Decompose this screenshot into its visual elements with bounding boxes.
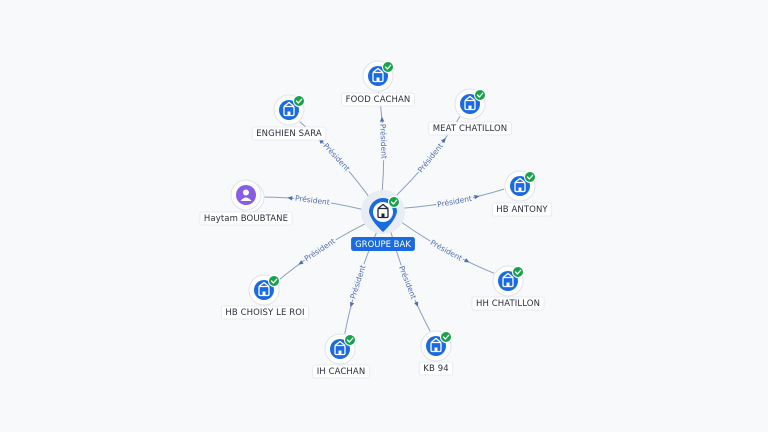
node-label-background <box>471 296 545 311</box>
edge-arrow-icon <box>287 196 293 201</box>
node-label-background <box>251 126 327 141</box>
edge-arrow-icon <box>474 194 480 200</box>
node-label[interactable]: Haytam BOUBTANE <box>199 211 293 226</box>
node-label[interactable]: MEAT CHATILLON <box>428 121 512 136</box>
building-icon <box>430 337 442 353</box>
verified-check-icon <box>344 334 356 346</box>
node-label-text: FOOD CACHAN <box>346 95 411 105</box>
building-icon <box>464 95 476 111</box>
edge-label: Président <box>429 238 464 263</box>
node-label[interactable]: HB ANTONY <box>491 202 553 217</box>
node-enghien-sara[interactable]: ENGHIEN SARA <box>251 94 327 141</box>
center-label[interactable]: GROUPE BAK <box>351 237 415 251</box>
edge-label: Président <box>397 265 418 301</box>
verified-check-icon <box>388 196 400 208</box>
node-hb-choisy-le-roi[interactable]: HB CHOISY LE ROI <box>220 274 310 320</box>
edge-haytam-boubtane: Président <box>261 192 363 210</box>
node-label[interactable]: FOOD CACHAN <box>341 92 415 107</box>
node-label[interactable]: IH CACHAN <box>312 364 370 379</box>
node-food-cachan[interactable]: FOOD CACHAN <box>341 60 415 107</box>
building-icon <box>372 67 384 83</box>
center-label-text: GROUPE BAK <box>355 240 411 250</box>
edge-hh-chatillon: Président <box>401 221 495 274</box>
verified-check-icon <box>382 61 394 73</box>
building-icon <box>283 101 295 117</box>
edge-arrow-icon <box>441 137 446 144</box>
edge-hb-antony: Président <box>403 188 505 211</box>
node-label-text: MEAT CHATILLON <box>433 124 508 134</box>
center-label-background <box>351 237 415 251</box>
node-label-text: HH CHATILLON <box>476 299 540 309</box>
node-label-background <box>428 121 512 136</box>
verified-check-icon <box>524 171 536 183</box>
person-icon <box>240 189 252 201</box>
edge-line <box>403 188 505 209</box>
node-label-text: HB CHOISY LE ROI <box>225 308 304 318</box>
verified-check-icon <box>512 266 524 278</box>
node-label-background <box>220 305 310 320</box>
edge-label: Président <box>416 141 445 174</box>
verified-check-icon <box>474 89 486 101</box>
building-icon <box>514 177 526 193</box>
edge-line <box>277 223 366 282</box>
edge-label: Président <box>348 264 367 300</box>
edge-arrow-icon <box>349 301 355 308</box>
building-icon <box>334 340 346 356</box>
edge-line <box>261 196 363 210</box>
node-label[interactable]: ENGHIEN SARA <box>251 126 327 141</box>
node-hh-chatillon[interactable]: HH CHATILLON <box>471 265 545 311</box>
verified-check-icon <box>440 331 452 343</box>
node-hb-antony[interactable]: HB ANTONY <box>491 170 553 217</box>
node-label[interactable]: HH CHATILLON <box>471 296 545 311</box>
node-kb-94[interactable]: KB 94 <box>418 330 454 376</box>
edge-label: Président <box>436 194 472 209</box>
verified-check-icon <box>268 275 280 287</box>
node-label-text: KB 94 <box>423 364 448 374</box>
building-icon <box>377 203 389 219</box>
edge-label: Président <box>321 141 351 173</box>
edge-hb-choisy-le-roi: Président <box>277 223 366 282</box>
node-meat-chatillon[interactable]: MEAT CHATILLON <box>428 88 512 136</box>
node-label-text: Haytam BOUBTANE <box>204 214 288 224</box>
edge-line <box>401 221 495 274</box>
building-icon <box>258 281 270 297</box>
verified-check-icon <box>293 95 305 107</box>
edge-arrow-icon <box>464 258 470 263</box>
node-label-background <box>491 202 553 217</box>
node-label-text: HB ANTONY <box>496 205 548 215</box>
node-label-background <box>341 92 415 107</box>
edge-arrow-icon <box>414 301 419 307</box>
node-label-background <box>312 364 370 379</box>
node-label-background <box>418 361 454 376</box>
edge-label: Président <box>294 194 330 207</box>
edge-label: Président <box>303 236 337 263</box>
node-ih-cachan[interactable]: IH CACHAN <box>312 333 370 379</box>
edge-arrow-icon <box>298 260 304 265</box>
building-icon <box>502 272 514 288</box>
center-node[interactable]: GROUPE BAK <box>351 190 415 251</box>
edge-arrow-icon <box>379 116 385 122</box>
node-haytam-boubtane[interactable]: Haytam BOUBTANE <box>199 179 293 226</box>
node-label[interactable]: HB CHOISY LE ROI <box>220 305 310 320</box>
node-label-text: IH CACHAN <box>317 367 366 377</box>
node-label[interactable]: KB 94 <box>418 361 454 376</box>
node-label-background <box>199 211 293 226</box>
nodes-layer: FOOD CACHAN MEAT CHATILLON HB ANTONY HH CHA… <box>199 60 553 379</box>
edge-food-cachan: Président <box>377 91 390 192</box>
edge-label: Président <box>378 124 388 159</box>
node-label-text: ENGHIEN SARA <box>256 129 322 139</box>
